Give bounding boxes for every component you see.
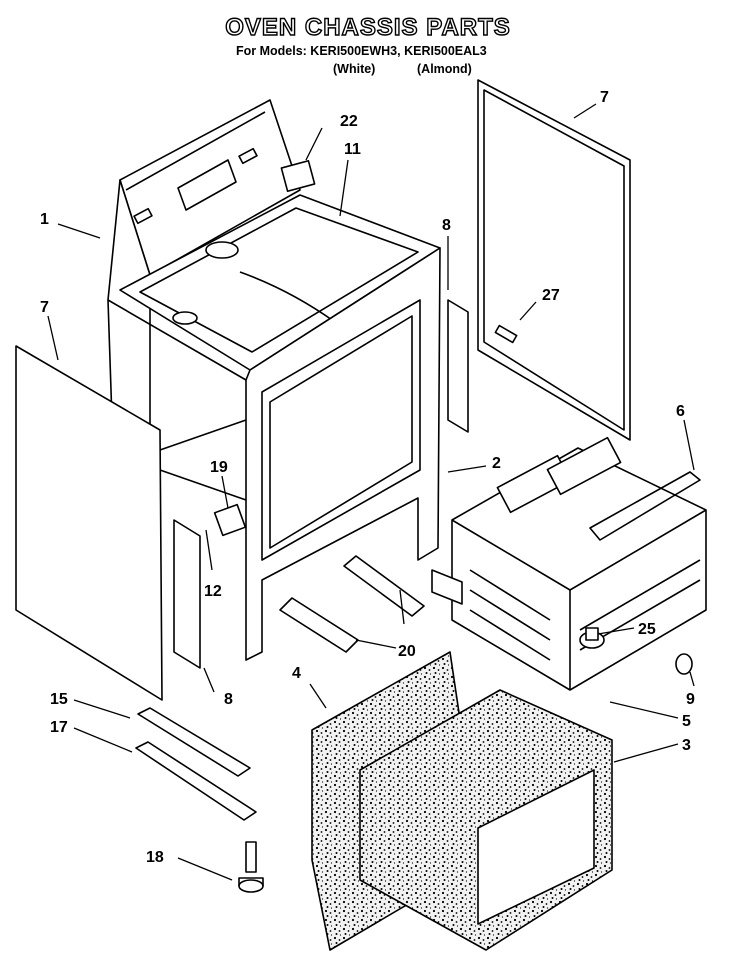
bracket-17: [135, 741, 257, 821]
side-bracket-left: [173, 519, 201, 669]
callout-9: 9: [686, 691, 695, 708]
model-numbers: For Models: KERI500EWH3, KERI500EAL3: [236, 44, 487, 58]
callout-15: 15: [50, 691, 68, 708]
side-bracket-right: [447, 299, 469, 433]
terminal-block: [213, 503, 247, 537]
callout-1: 1: [40, 211, 49, 228]
callout-2: 2: [492, 455, 501, 472]
channel-lower: [279, 597, 359, 653]
callout-19: 19: [210, 459, 228, 476]
callout-18: 18: [146, 849, 164, 866]
callout-22: 22: [340, 113, 358, 130]
callouts: 1 22 11 8 7 27 7 6 2 19 12 8 20 25 9 5 3…: [40, 89, 695, 866]
callout-6: 6: [676, 403, 685, 420]
insulation-blanket-front-opening: [477, 769, 595, 925]
oven-rack: [589, 471, 701, 541]
callout-7-right: 7: [600, 89, 609, 106]
side-panel-left: [15, 345, 163, 701]
main-frame: [107, 247, 441, 661]
callout-8-left: 8: [224, 691, 233, 708]
channel-upper: [343, 555, 425, 617]
finish-almond-label: (Almond): [417, 62, 472, 76]
callout-12: 12: [204, 583, 222, 600]
hinge-22: [280, 159, 316, 193]
bracket-15: [137, 707, 251, 777]
callout-3: 3: [682, 737, 691, 754]
rear-panel-frame: [107, 99, 301, 441]
callout-11: 11: [344, 141, 361, 158]
callout-17: 17: [50, 719, 68, 736]
side-panel-right: [477, 79, 631, 441]
finish-white-label: (White): [333, 62, 376, 76]
leader-lines: [47, 103, 695, 881]
diagram-title: OVEN CHASSIS PARTS: [224, 13, 511, 41]
side-panel-right-inner: [483, 89, 625, 431]
callout-27: 27: [542, 287, 560, 304]
callout-25: 25: [638, 621, 656, 638]
callout-7-left: 7: [40, 299, 49, 316]
callout-4: 4: [292, 665, 301, 682]
callout-20: 20: [398, 643, 416, 660]
callout-5: 5: [682, 713, 691, 730]
light-lens: [675, 653, 693, 675]
leveling-leg: [238, 841, 264, 893]
panel-clip-27: [494, 324, 518, 344]
callout-8-right: 8: [442, 217, 451, 234]
oven-cavity: [431, 436, 707, 691]
